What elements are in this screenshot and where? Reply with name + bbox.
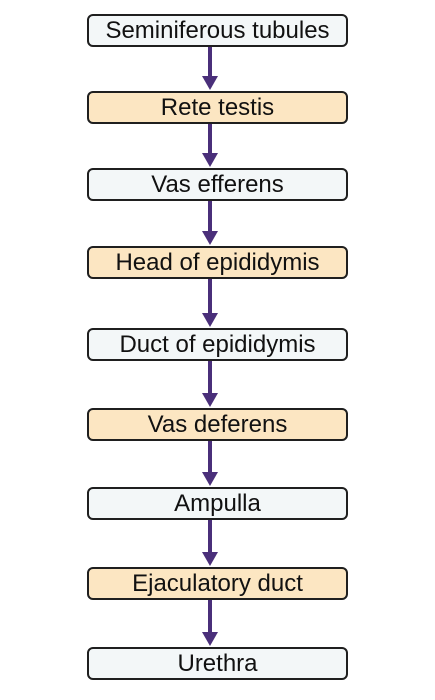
flow-arrow: [202, 441, 218, 486]
step-label: Ampulla: [174, 489, 261, 517]
step-ampulla: Ampulla: [87, 487, 348, 520]
step-label: Seminiferous tubules: [105, 16, 330, 44]
step-vas-deferens: Vas deferens: [87, 408, 348, 441]
step-duct-of-epididymis: Duct of epididymis: [87, 328, 348, 361]
step-label: Urethra: [177, 649, 258, 677]
arrow-head: [202, 393, 218, 407]
arrow-head: [202, 552, 218, 566]
step-label: Head of epididymis: [115, 248, 320, 276]
step-label: Vas efferens: [151, 170, 284, 198]
step-label: Vas deferens: [147, 410, 288, 438]
step-seminiferous-tubules: Seminiferous tubules: [87, 14, 348, 47]
step-vas-efferens: Vas efferens: [87, 168, 348, 201]
step-label: Duct of epididymis: [119, 330, 316, 358]
arrow-head: [202, 472, 218, 486]
flow-arrow: [202, 520, 218, 566]
step-urethra: Urethra: [87, 647, 348, 680]
arrow-head: [202, 231, 218, 245]
step-ejaculatory-duct: Ejaculatory duct: [87, 567, 348, 600]
arrow-head: [202, 313, 218, 327]
flow-arrow: [202, 600, 218, 646]
flow-arrow: [202, 361, 218, 407]
arrow-head: [202, 76, 218, 90]
step-rete-testis: Rete testis: [87, 91, 348, 124]
step-label: Ejaculatory duct: [132, 569, 303, 597]
step-label: Rete testis: [160, 93, 275, 121]
flow-arrow: [202, 279, 218, 327]
arrow-head: [202, 153, 218, 167]
flow-arrow: [202, 201, 218, 245]
flow-arrow: [202, 124, 218, 167]
arrow-head: [202, 632, 218, 646]
flow-arrow: [202, 47, 218, 90]
step-head-of-epididymis: Head of epididymis: [87, 246, 348, 279]
